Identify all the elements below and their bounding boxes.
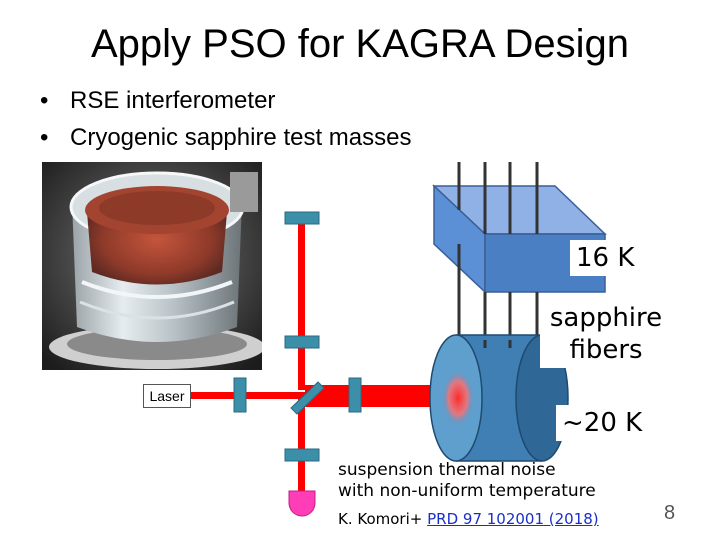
reference-citation: K. Komori+ PRD 97 102001 (2018) [338,508,599,530]
page-number: 8 [664,502,676,524]
cold-block [432,184,607,294]
photodetector-icon [288,490,316,517]
slide-title: Apply PSO for KAGRA Design [90,22,629,66]
sapphire-fibers-label: sapphire fibers [540,300,672,368]
power-recycling-mirror [233,377,247,413]
beam-horizontal-arm [305,385,463,407]
temperature-label-16k: 16 K [570,240,641,276]
reference-authors: K. Komori+ [338,510,428,528]
thermal-hot-spot [442,370,474,426]
signal-recycling-mirror [284,448,320,462]
bullet-text: Cryogenic sapphire test masses [70,124,412,151]
fibers-label-line1: sapphire [549,303,663,333]
input-mirror-horizontal [348,377,362,413]
bullet-marker: • [40,124,49,151]
bullet-item: • RSE interferometer [40,82,411,119]
sapphire-mass-photo [42,162,262,370]
reference-link[interactable]: PRD 97 102001 (2018) [427,510,599,528]
fibers-label-line2: fibers [569,335,643,365]
beam-output [298,399,305,494]
caption-line1: suspension thermal noise [338,460,556,480]
bullet-item: • Cryogenic sapphire test masses [40,119,411,156]
beam-input [189,392,305,399]
laser-beams [189,220,463,494]
bullet-marker: • [40,87,49,114]
laser-source: Laser [143,384,191,408]
caption-line2: with non-uniform temperature [338,481,596,501]
temperature-label-20k: ~20 K [556,405,649,441]
beam-splitter [290,381,325,415]
input-mirror-vertical [284,335,320,349]
figure-caption: suspension thermal noise with non-unifor… [338,460,596,502]
beam-vertical-arm [298,220,305,390]
end-mirror-top [284,211,320,225]
bullet-text: RSE interferometer [70,87,276,114]
bullet-list: • RSE interferometer • Cryogenic sapphir… [40,82,411,156]
